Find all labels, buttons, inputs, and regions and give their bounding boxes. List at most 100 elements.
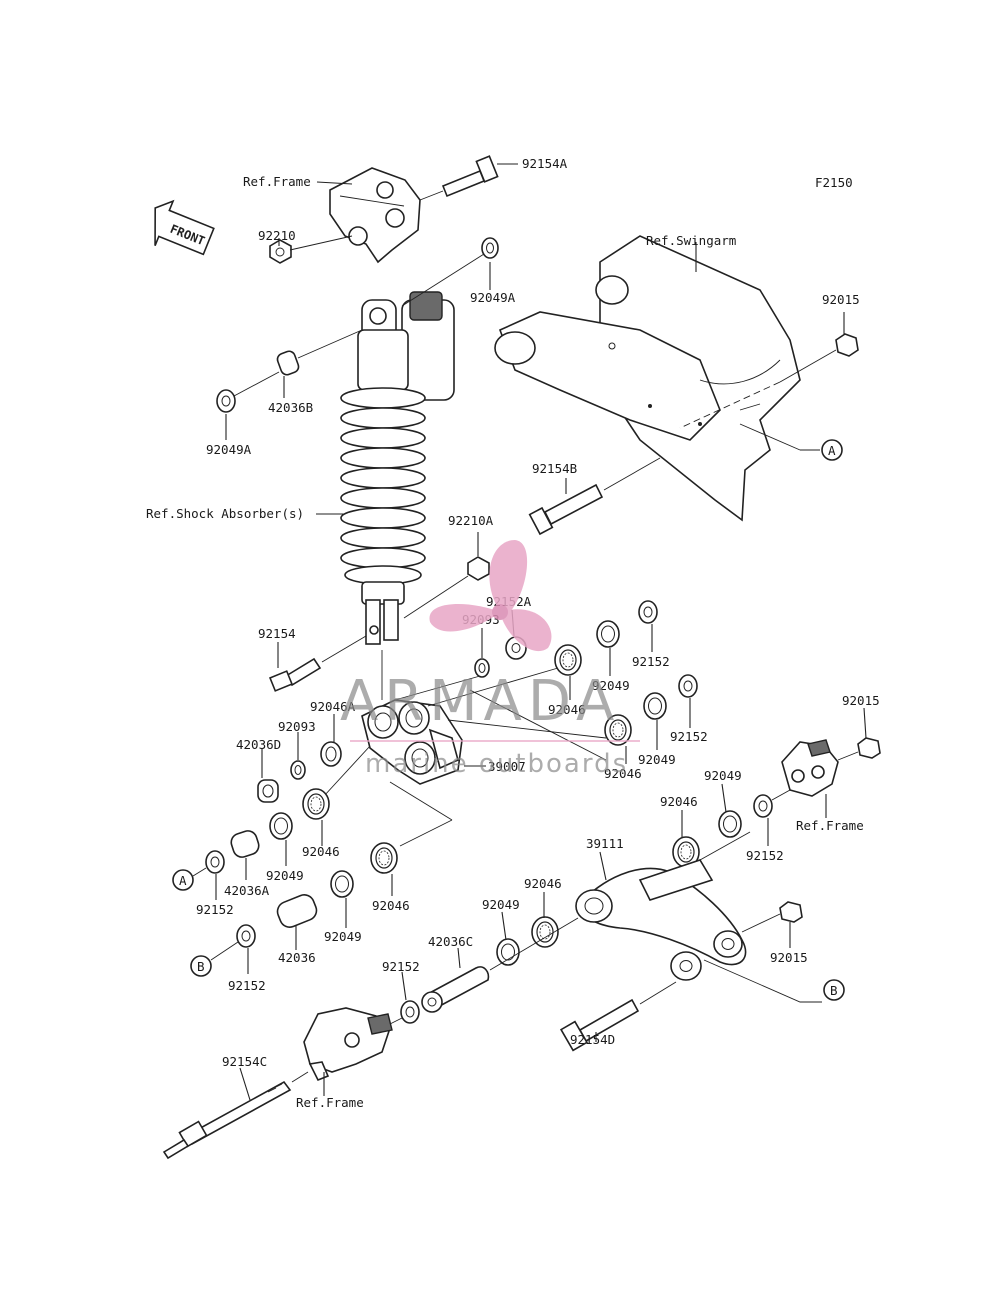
label-42036D: 42036D <box>236 737 281 752</box>
bearing-92046-l1 <box>302 788 330 820</box>
label-92015-bottom: 92015 <box>770 950 808 965</box>
frame-bracket-bottom <box>303 1007 393 1082</box>
seal-92049-r2 <box>643 692 667 720</box>
label-92049-m: 92049 <box>482 897 520 912</box>
frame-bracket-top <box>329 167 421 264</box>
shock-absorber <box>340 291 455 645</box>
nut-92210A <box>467 556 490 581</box>
label-92152-m: 92152 <box>382 959 420 974</box>
shaft-92154C <box>162 1080 292 1160</box>
seal-92093-left <box>290 760 306 780</box>
nut-92210 <box>269 239 292 264</box>
label-92049-r1: 92049 <box>592 678 630 693</box>
label-42036B: 42036B <box>268 400 313 415</box>
ref-frame-top: Ref.Frame <box>243 174 311 189</box>
label-92015-right: 92015 <box>842 693 880 708</box>
label-92154A: 92154A <box>522 156 568 171</box>
watermark-tagline: marine outboards <box>365 749 628 779</box>
label-92049-l2: 92049 <box>324 929 362 944</box>
label-42036: 42036 <box>278 950 316 965</box>
washer-92152-r2 <box>678 674 698 698</box>
bearing-92046-r3 <box>672 836 700 868</box>
label-92049A-top: 92049A <box>470 290 516 305</box>
callout-A-right-text: A <box>828 443 836 458</box>
watermark: ARMADA marine outboards <box>340 540 640 779</box>
label-42036A: 42036A <box>224 883 270 898</box>
label-92152-r3: 92152 <box>746 848 784 863</box>
callout-B-right <box>823 979 845 1001</box>
swingarm <box>494 235 801 522</box>
washer-92049A-left <box>216 389 236 413</box>
callout-A-left-text: A <box>179 873 187 888</box>
label-92049A-left: 92049A <box>206 442 252 457</box>
washer-92049A-top <box>481 237 499 259</box>
seal-92049-r3 <box>718 810 742 838</box>
label-92154C: 92154C <box>222 1054 267 1069</box>
washer-92152-r1 <box>638 600 658 624</box>
ref-swingarm: Ref.Swingarm <box>646 233 736 248</box>
label-92152-l2: 92152 <box>228 978 266 993</box>
collar-42036D <box>257 779 279 803</box>
label-39111: 39111 <box>586 836 624 851</box>
front-arrow-icon: FRONT <box>154 199 215 256</box>
propeller-logo-icon <box>429 540 552 652</box>
label-39007: 39007 <box>488 759 526 774</box>
label-92154D: 92154D <box>570 1032 615 1047</box>
washer-92152-m <box>400 1000 420 1024</box>
tie-rod-39111 <box>575 859 747 981</box>
label-92210: 92210 <box>258 228 296 243</box>
label-92046A: 92046A <box>310 699 356 714</box>
bearing-92046-l2 <box>370 842 398 874</box>
nut-92015-bottom <box>779 901 803 923</box>
label-92046-r3: 92046 <box>660 794 698 809</box>
label-92049-r2: 92049 <box>638 752 676 767</box>
watermark-brand: ARMADA <box>340 669 620 734</box>
collar-42036 <box>276 894 318 928</box>
seal-92093-center <box>474 658 490 678</box>
callout-A-right <box>821 439 843 461</box>
bearing-92046-c2 <box>604 714 632 746</box>
bolt-92154D <box>559 998 640 1052</box>
diagram-code: F2150 <box>815 175 853 190</box>
ref-shock-absorber: Ref.Shock Absorber(s) <box>146 506 304 521</box>
ref-frame-right: Ref.Frame <box>796 818 864 833</box>
label-92046-c1: 92046 <box>548 702 586 717</box>
nut-92015-right <box>857 737 881 759</box>
callout-A-left <box>172 869 194 891</box>
washer-92152-l2 <box>236 924 256 948</box>
bolt-92154 <box>268 657 322 692</box>
label-92046-m: 92046 <box>524 876 562 891</box>
washer-92152-r3 <box>753 794 773 818</box>
label-92049-l1: 92049 <box>266 868 304 883</box>
bearing-92046A <box>320 741 342 767</box>
collar-42036A <box>230 830 260 858</box>
label-92154B: 92154B <box>532 461 577 476</box>
label-92046-l2: 92046 <box>372 898 410 913</box>
label-92046-c2: 92046 <box>604 766 642 781</box>
bolt-92154A <box>441 155 499 198</box>
label-92093-left: 92093 <box>278 719 316 734</box>
seal-92049-r1 <box>596 620 620 648</box>
rocker-arm-39007 <box>361 699 463 785</box>
seal-92049-l2 <box>330 870 354 898</box>
label-92152-r1: 92152 <box>632 654 670 669</box>
seal-92049-l1 <box>269 812 293 840</box>
label-92152-r2: 92152 <box>670 729 708 744</box>
callout-B-right-text: B <box>830 983 838 998</box>
washer-92152-l1 <box>205 850 225 874</box>
nut-92015-top <box>835 333 859 357</box>
callout-B-left <box>190 955 212 977</box>
ref-frame-bottom: Ref.Frame <box>296 1095 364 1110</box>
bearing-92046-m <box>531 916 559 948</box>
label-92152-l1: 92152 <box>196 902 234 917</box>
collar-42036B <box>276 350 300 376</box>
label-92154: 92154 <box>258 626 296 641</box>
frame-bracket-right <box>781 739 839 797</box>
collar-42036C <box>421 966 490 1013</box>
label-92015-top: 92015 <box>822 292 860 307</box>
label-92046-l1: 92046 <box>302 844 340 859</box>
label-92049-r3: 92049 <box>704 768 742 783</box>
bearing-92046-c1 <box>554 644 582 676</box>
label-42036C: 42036C <box>428 934 473 949</box>
